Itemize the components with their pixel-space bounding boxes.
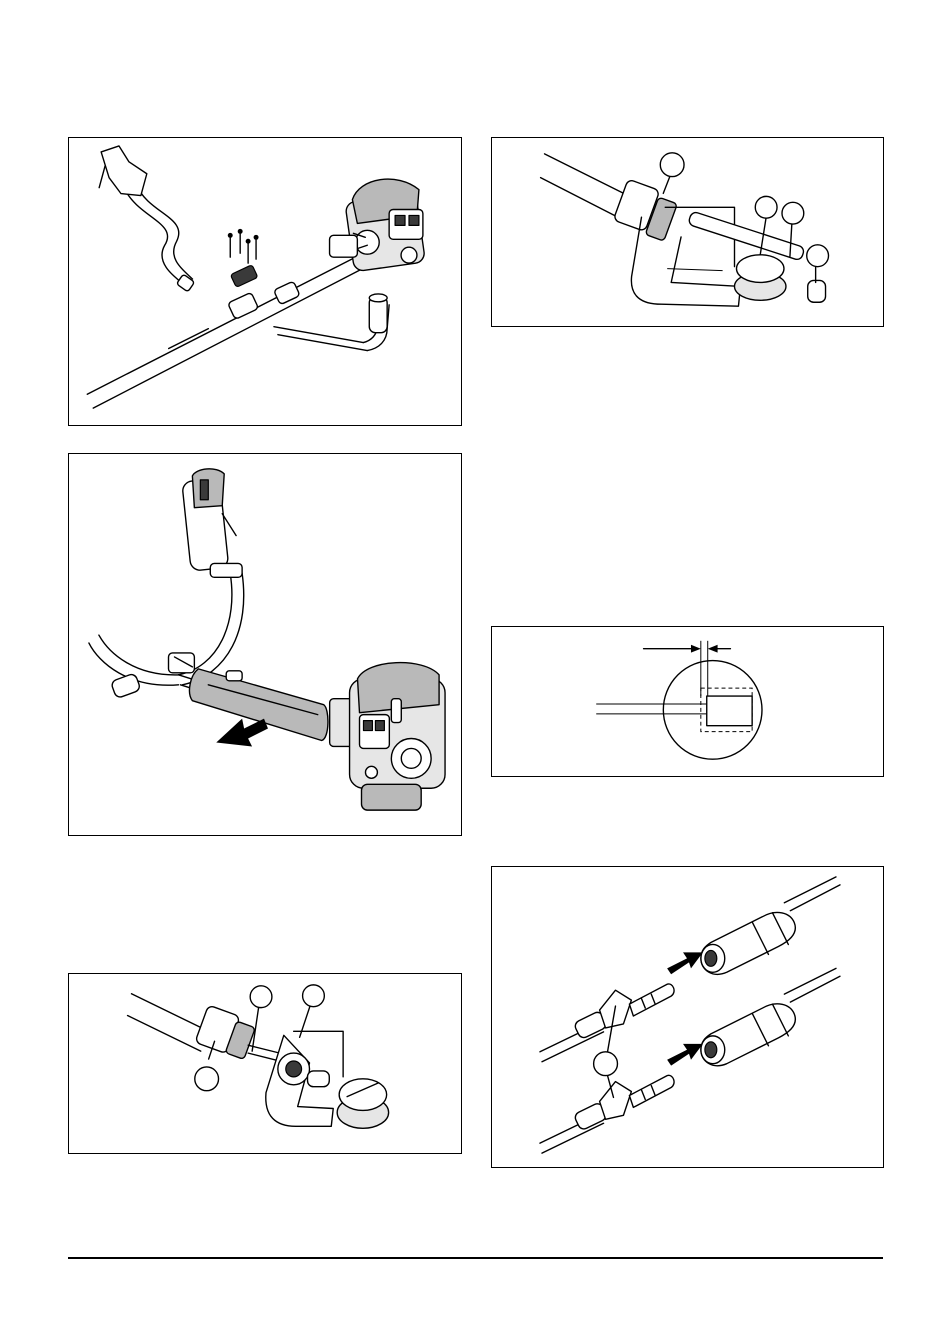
- callout-circle: [782, 202, 804, 224]
- figure-cable-play-gauge: [491, 626, 884, 777]
- callout-circle: [594, 1052, 618, 1076]
- figure-cable-connectors: [491, 866, 884, 1168]
- callout-circle: [660, 153, 684, 177]
- left-handle: [99, 146, 195, 292]
- callout-circle: [755, 196, 777, 218]
- cable-bracket-detail-illustration: [69, 974, 461, 1153]
- clamp-with-screws: [228, 229, 300, 320]
- cable-connector-illustration: [492, 867, 883, 1167]
- push-arrow-icon: [667, 1044, 703, 1066]
- figure-cable-nut-bracket: [491, 137, 884, 327]
- callout-circle: [807, 245, 829, 267]
- handle-assembly-illustration: [69, 138, 461, 425]
- right-handle: [274, 294, 389, 351]
- grip-slide-illustration: [69, 454, 461, 835]
- push-arrow-icon: [667, 952, 703, 974]
- cable-play-gauge-illustration: [492, 627, 883, 776]
- callout-circle: [303, 985, 325, 1007]
- engine-unit: [330, 179, 426, 272]
- callout-circle: [250, 986, 272, 1008]
- footer-rule: [68, 1257, 883, 1259]
- engine-unit: [330, 663, 445, 811]
- figure-grip-slide: [68, 453, 462, 836]
- figure-cable-bracket-detail: [68, 973, 462, 1154]
- figure-handle-assembly: [68, 137, 462, 426]
- push-arrow-icon: [216, 719, 268, 747]
- cable-nut-bracket-illustration: [492, 138, 883, 326]
- callout-circle: [195, 1067, 219, 1091]
